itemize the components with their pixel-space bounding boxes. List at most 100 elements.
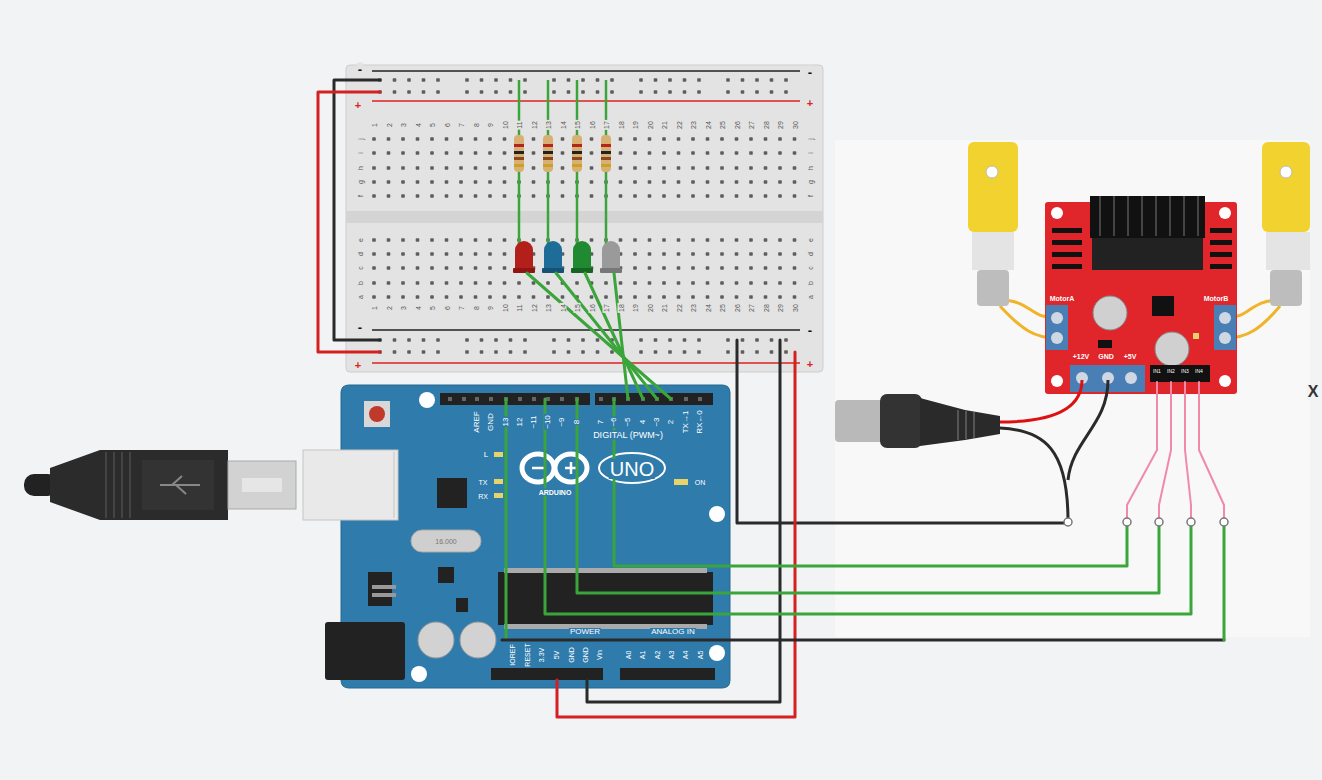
usb-cable [129,452,131,518]
motor-driver-module [986,166,998,178]
resistor-symbol [543,135,553,172]
breadboard [581,78,585,82]
breadboard-column-number: 18 [617,120,624,130]
breadboard [720,252,724,256]
motor-driver-module [1214,305,1236,350]
breadboard [532,194,536,198]
pin-name: A1 [639,650,646,661]
breadboard-column-number: 11 [516,303,523,312]
arduino-uno-board [674,479,688,485]
breadboard [697,90,701,94]
breadboard [436,90,440,94]
breadboard [422,78,426,82]
breadboard [741,338,745,342]
breadboard [735,281,739,285]
jumper-wire [577,399,1159,593]
usb-cable [160,484,200,486]
arduino-uno-board [437,478,467,508]
breadboard [741,90,745,94]
pin-name: 8 [573,419,581,425]
breadboard [372,329,800,331]
breadboard-row-letter: h [357,165,364,171]
breadboard [567,90,571,94]
motor-driver-module [1052,228,1082,233]
breadboard [633,194,637,198]
breadboard-row-letter: g [807,179,814,185]
breadboard [793,166,797,170]
jumper-wire [1223,525,1226,640]
breadboard [604,295,608,299]
breadboard [422,350,426,354]
breadboard-column-number: 13 [545,120,552,130]
resistor-symbol [514,164,611,167]
motor-driver-module [1100,196,1198,236]
breadboard [430,137,434,141]
breadboard [488,180,492,184]
breadboard [465,78,469,82]
breadboard [494,350,498,354]
breadboard [430,252,434,256]
breadboard [474,151,478,155]
breadboard [697,78,701,82]
breadboard [778,266,782,270]
power-rail-wire [318,92,380,352]
breadboard [697,338,701,342]
breadboard [575,281,579,285]
motor-driver-module [1113,196,1115,236]
led-symbol [513,241,622,273]
breadboard [387,295,391,299]
breadboard [793,180,797,184]
jumper-wire [614,273,628,399]
breadboard-column-number: 12 [530,120,537,130]
resistor-symbol [514,135,524,172]
breadboard [720,194,724,198]
jumper-wire [1187,518,1195,526]
pin-name: IN1 [1152,369,1162,374]
breadboard [778,194,782,198]
pin-name: 12 [516,417,524,428]
led-symbol [573,241,591,272]
usb-cable [242,478,282,492]
breadboard [662,281,666,285]
breadboard [749,151,753,155]
breadboard [764,151,768,155]
pin-name: 3.3V [538,647,545,663]
breadboard [372,238,376,242]
breadboard [503,194,507,198]
breadboard [784,78,788,82]
usb-cable [176,485,186,494]
arduino-uno-board [372,585,396,589]
pin-name: TX→1 [682,410,690,435]
breadboard [648,266,652,270]
breadboard-column-number: 28 [762,303,769,313]
breadboard-row-letter: g [357,179,364,185]
pin-name: ~3 [653,416,661,427]
breadboard [691,252,695,256]
breadboard [480,78,484,82]
breadboard [416,281,420,285]
breadboard [509,78,513,82]
breadboard [749,166,753,170]
breadboard-column-number: 15 [574,120,581,130]
breadboard [416,151,420,155]
breadboard [474,281,478,285]
breadboard [735,166,739,170]
arduino-uno-board [456,598,468,612]
breadboard [735,180,739,184]
resistor-symbol [601,164,611,167]
motor-driver-module [1219,332,1231,344]
breadboard [503,252,507,256]
breadboard [401,252,405,256]
motor-driver-module [1280,166,1292,178]
resistor-symbol [543,164,553,167]
breadboard [662,137,666,141]
arduino-uno-board [411,530,481,552]
breadboard [488,166,492,170]
arduino-uno-board [518,397,522,401]
power-plug [958,410,974,440]
breadboard [567,78,571,82]
resistor-symbol [514,157,611,160]
breadboard [735,137,739,141]
breadboard [494,90,498,94]
motor-driver-module [1127,196,1129,236]
